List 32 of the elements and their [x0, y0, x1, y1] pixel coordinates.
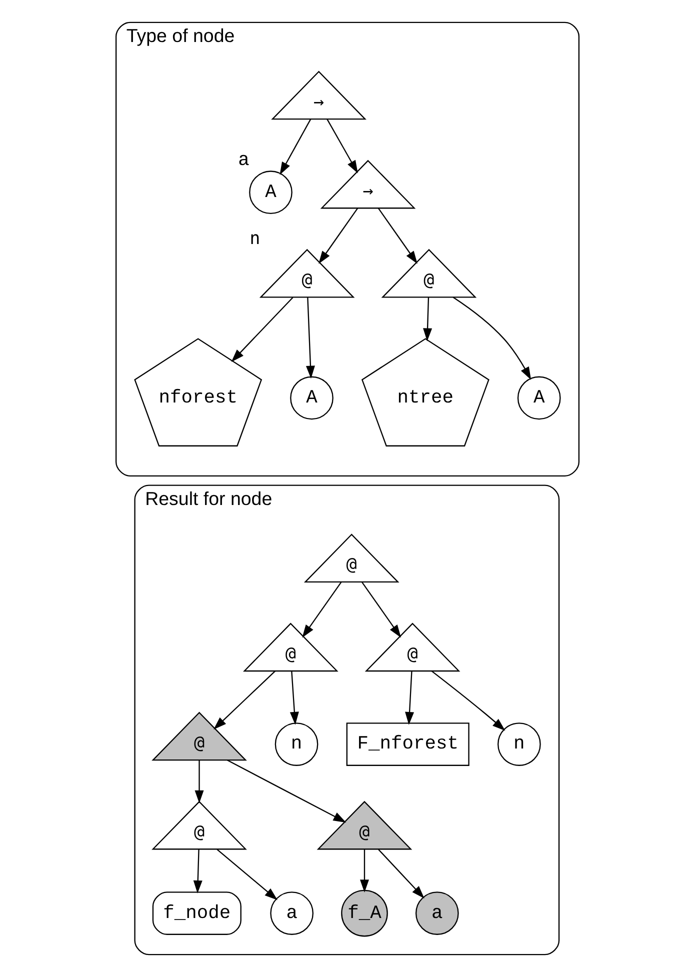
arrow — [318, 208, 358, 264]
node-box: f_node — [152, 892, 241, 935]
node-circle: A — [248, 170, 292, 214]
arrow — [377, 208, 417, 264]
arrow — [302, 582, 342, 638]
arrow — [359, 849, 368, 893]
arrow — [192, 849, 202, 894]
node-label: n — [249, 228, 260, 249]
node-box: F_nforest — [346, 722, 469, 766]
arrow — [452, 296, 531, 380]
node-circle: a — [270, 892, 314, 935]
arrow — [216, 849, 278, 900]
arrow — [431, 670, 505, 731]
node-circle: A — [516, 376, 560, 420]
arrow — [279, 118, 311, 175]
node-label: a — [238, 149, 249, 172]
node-circle: A — [290, 376, 333, 420]
arrow — [422, 297, 432, 342]
arrow — [378, 849, 424, 898]
arrow — [404, 671, 414, 725]
arrow — [289, 671, 298, 725]
arrow — [230, 297, 293, 362]
arrow — [326, 118, 358, 174]
arrow — [213, 670, 276, 730]
node-circle: n — [497, 722, 540, 766]
arrow — [194, 760, 204, 804]
node-circle: n — [274, 722, 318, 766]
node-circle: a — [414, 892, 458, 935]
node-circle: f_A — [340, 890, 388, 937]
arrow — [360, 582, 401, 638]
arrow — [305, 297, 314, 379]
arrow — [226, 760, 346, 823]
